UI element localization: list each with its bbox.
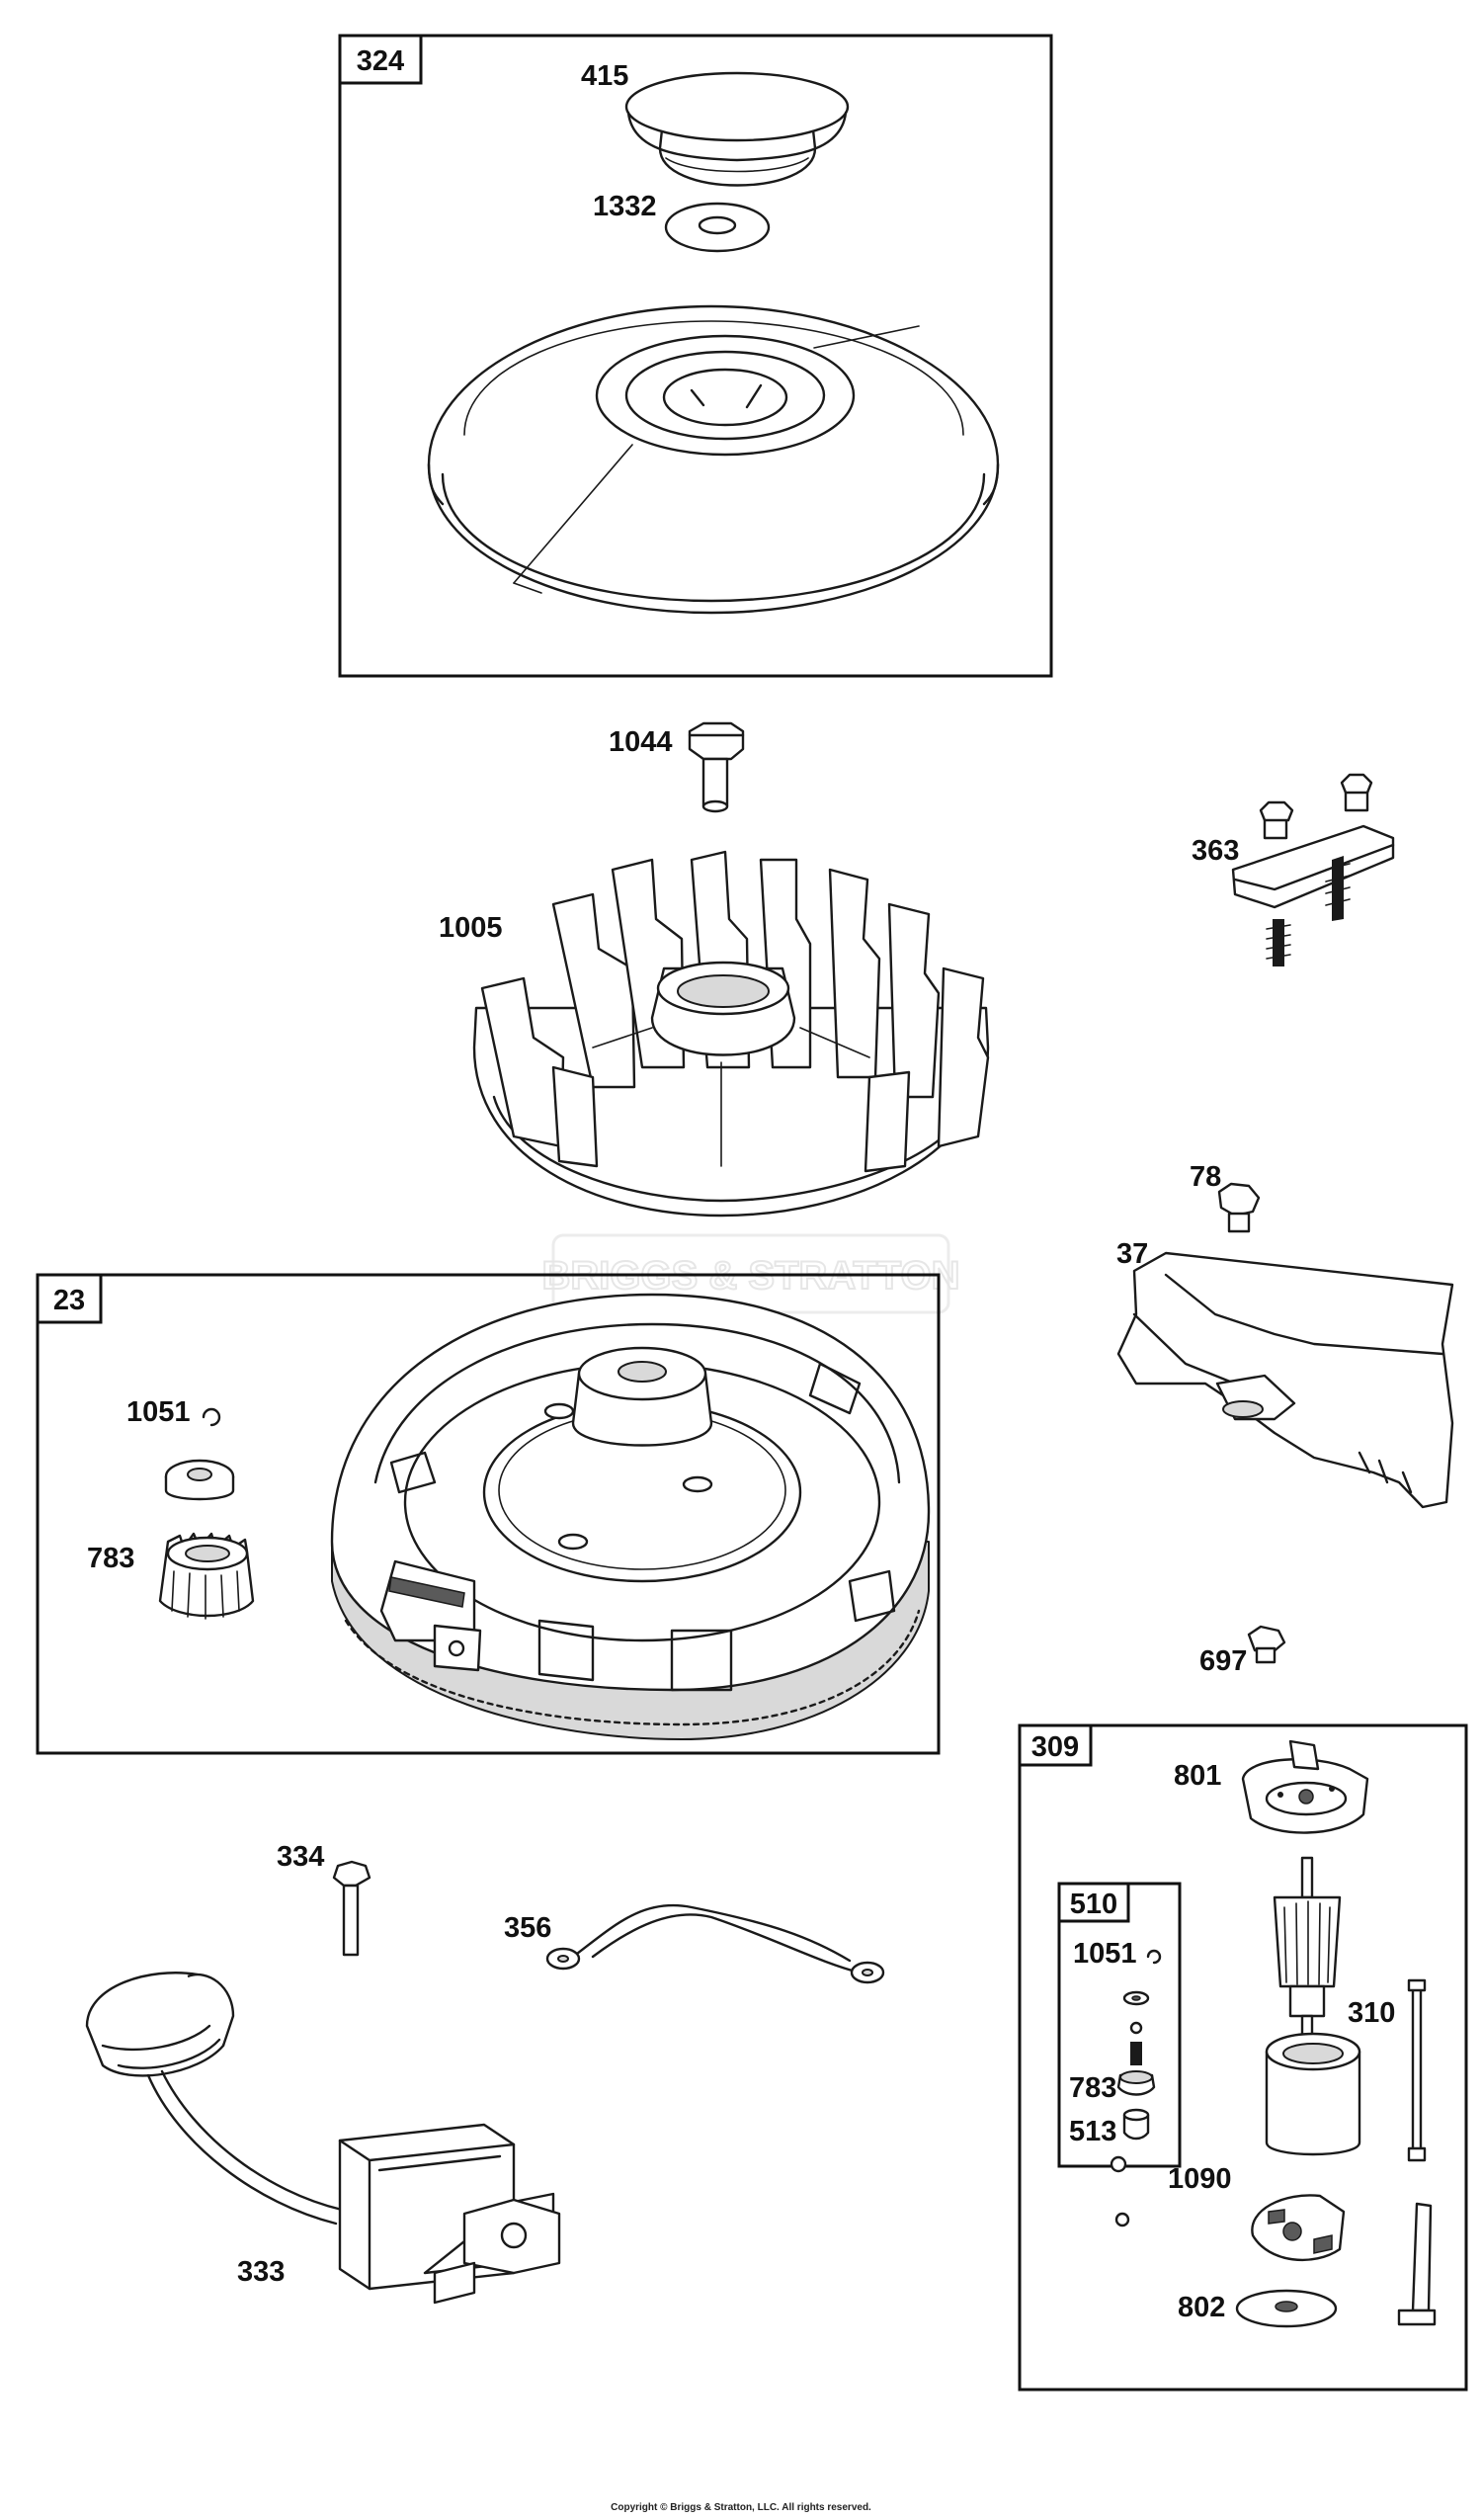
- bolt-icon-78: [1217, 1182, 1261, 1233]
- group-tag-box-510: [1057, 1882, 1130, 1923]
- bushing-icon: [164, 1459, 235, 1501]
- label-1005: 1005: [439, 912, 503, 944]
- cap-icon: [624, 71, 850, 187]
- group-tag-309: 309: [1031, 1731, 1079, 1763]
- bolt-icon: [688, 721, 745, 813]
- label-415: 415: [581, 60, 628, 92]
- label-697: 697: [1199, 1645, 1247, 1677]
- ignition-coil-icon: [85, 1972, 561, 2305]
- label-1051-flywheel: 1051: [126, 1396, 191, 1428]
- starter-drive-icon: [1116, 1949, 1162, 2141]
- label-37: 37: [1116, 1238, 1148, 1270]
- shroud-icon: [1116, 1251, 1454, 1509]
- group-tag-324: 324: [357, 45, 404, 77]
- group-box-324: [338, 34, 1053, 678]
- washer-icon: [664, 202, 771, 253]
- label-1051-starter: 1051: [1073, 1938, 1137, 1970]
- label-78: 78: [1190, 1161, 1221, 1193]
- label-333: 333: [237, 2256, 285, 2288]
- starter-motor-icon: [1110, 1739, 1437, 2328]
- label-1044: 1044: [609, 726, 673, 758]
- label-1090: 1090: [1168, 2163, 1232, 2195]
- bolt-icon-697: [1247, 1625, 1286, 1664]
- label-334: 334: [277, 1841, 324, 1873]
- label-801: 801: [1174, 1760, 1221, 1792]
- label-1332: 1332: [593, 191, 657, 222]
- label-513: 513: [1069, 2116, 1116, 2147]
- screen-icon: [427, 304, 1000, 615]
- group-tag-23: 23: [53, 1285, 85, 1316]
- group-tag-510: 510: [1070, 1889, 1117, 1920]
- group-tag-box-23: [36, 1273, 103, 1324]
- group-box-309: [1018, 1723, 1468, 2392]
- clip-icon: [202, 1407, 221, 1427]
- bolt-icon-334: [332, 1860, 371, 1957]
- fan-icon: [472, 850, 990, 1218]
- copyright-text: Copyright © Briggs & Stratton, LLC. All …: [611, 2502, 871, 2513]
- group-tag-box-309: [1018, 1723, 1093, 1767]
- label-783-flywheel: 783: [87, 1543, 134, 1574]
- brake-icon: [1231, 773, 1395, 966]
- group-box-23: [36, 1273, 941, 1755]
- label-783-starter: 783: [1069, 2072, 1116, 2104]
- pinion-gear-icon: [158, 1532, 255, 1620]
- flywheel-icon: [330, 1293, 931, 1740]
- ground-wire-icon: [545, 1903, 885, 1984]
- label-363: 363: [1192, 835, 1239, 867]
- group-tag-box-324: [338, 34, 423, 85]
- label-802: 802: [1178, 2292, 1225, 2323]
- label-356: 356: [504, 1912, 551, 1944]
- label-310: 310: [1348, 1997, 1395, 2029]
